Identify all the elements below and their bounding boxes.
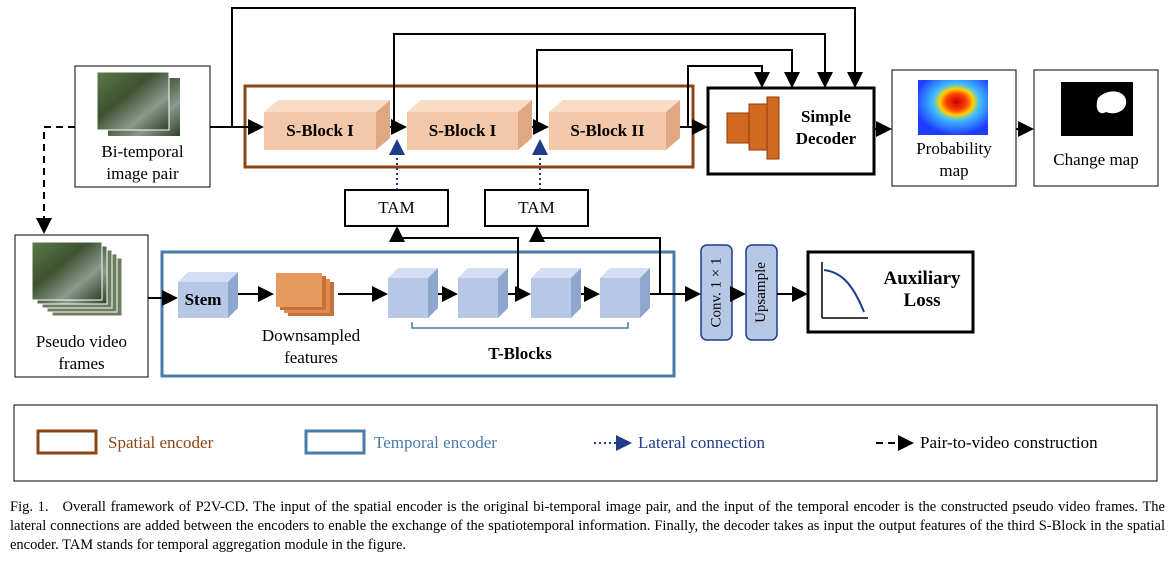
pseudo-video-label-line2: frames [58,354,105,373]
figure-caption: Fig. 1. Overall framework of P2V-CD. The… [10,498,1165,555]
loss-curve-icon [821,262,868,319]
legend-spatial-swatch [36,429,98,455]
downsampled-label-line2: features [284,348,338,367]
legend-box [13,404,1158,482]
bitemporal-label-line2: image pair [106,164,179,183]
legend-spatial-label: Spatial encoder [108,433,214,452]
bitemporal-label: Bi-temporal image pair [75,141,210,185]
upsample-label: Upsample [753,262,770,323]
t-blocks-bracket [411,322,629,329]
aux-loss-label-line1: Auxiliary [883,268,961,289]
legend-temporal-label: Temporal encoder [374,433,497,452]
downsampled-label-line1: Downsampled [261,326,361,345]
s-block-2 [407,100,532,150]
s-block-3-label: S-Block II [570,121,645,140]
stem-label: Stem [184,290,222,309]
probability-label-line1: Probability [916,139,992,158]
decoder-label-line2: Decoder [795,129,857,148]
decoder-layer-1 [726,112,750,144]
legend-lateral-label: Lateral connection [638,433,765,452]
change-region [1096,91,1127,114]
downsampled-label: Downsampled features [246,325,376,369]
decoder-label-line1: Simple [800,107,852,126]
caption-label: Fig. 1. [10,499,49,515]
decoder-layer-3 [766,96,780,160]
upsample-label-wrap: Upsample [746,245,777,340]
probability-label: Probability map [892,138,1016,182]
aux-loss-label: Auxiliary Loss [874,268,970,312]
tam-label-2: TAM [518,198,555,217]
conv-label: Conv. 1 × 1 [708,257,724,328]
t-block-4 [600,268,650,318]
conv-label-wrap: Conv. 1 × 1 [701,245,732,340]
tam-label-1: TAM [378,198,415,217]
pseudo-video-label: Pseudo video frames [15,331,148,375]
t-block-2 [458,268,508,318]
connections [148,7,1034,306]
decoder-label: Simple Decoder [784,106,868,150]
upsample-block [745,244,778,341]
legend-temporal-swatch [304,429,366,455]
decoder-layer-2 [748,103,768,151]
bitemporal-image-front [96,71,170,131]
t-blocks-label: T-Blocks [488,344,552,363]
s-block-2-label: S-Block I [428,121,497,140]
stem-block [178,272,238,318]
s-block-1 [264,100,390,150]
pair-to-video-arrow [36,126,75,234]
s-block-3 [549,100,680,150]
temporal-encoder-box [160,250,676,378]
probability-label-line2: map [939,161,969,180]
change-map-label: Change map [1053,150,1139,169]
legend-pair-label: Pair-to-video construction [920,433,1098,452]
bitemporal-label-line1: Bi-temporal [101,142,184,161]
framework-diagram [13,7,1159,482]
s-block-1-label: S-Block I [286,121,354,140]
probability-map-image [918,80,988,135]
caption-text: Overall framework of P2V-CD. The input o… [10,499,1165,553]
t-block-1 [388,268,438,318]
pseudo-frame-stack [31,241,123,317]
pseudo-video-label-line1: Pseudo video [35,332,128,351]
downsampled-features-stack [276,273,334,316]
aux-loss-label-line2: Loss [903,290,941,311]
t-block-3 [531,268,581,318]
